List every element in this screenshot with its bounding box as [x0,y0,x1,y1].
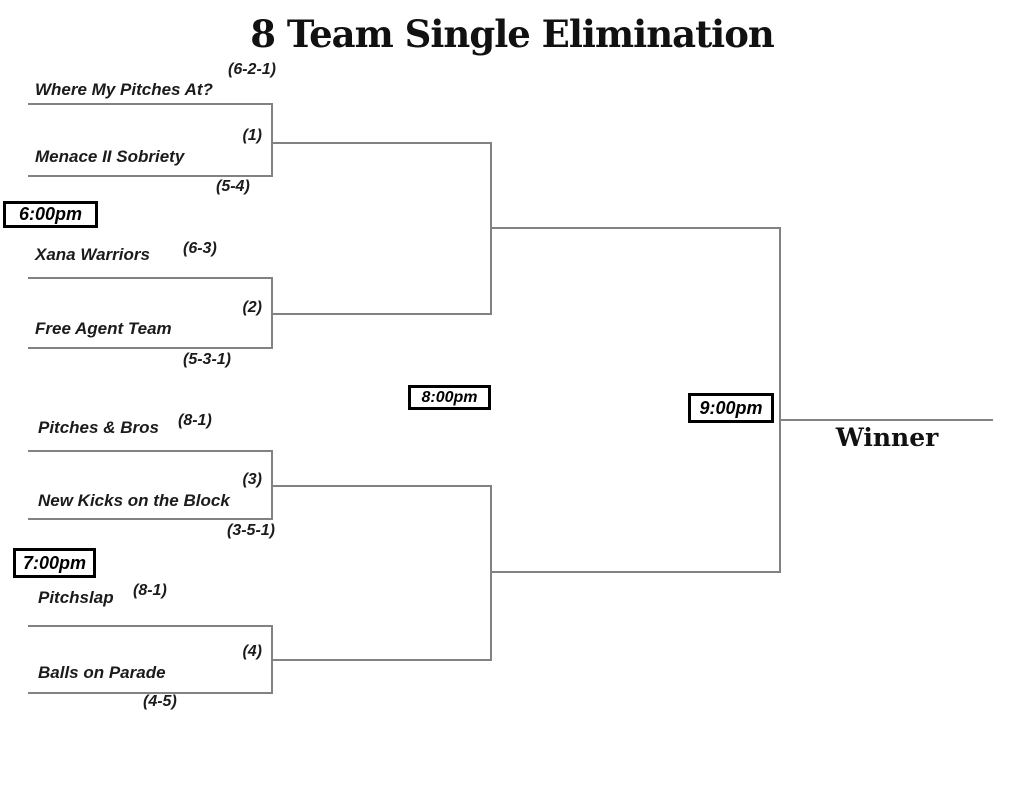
match-1-top-line [28,103,273,105]
games-1-2-time-box: 6:00pm [3,201,98,228]
semifinal-1-join-line [490,142,492,315]
final-time-label: 9:00pm [699,397,763,418]
match-4-game-number: (4) [242,643,262,660]
match-2-game-number: (2) [242,299,262,316]
semifinals-time-label: 8:00pm [421,388,478,406]
semifinal-2-join-line [490,485,492,661]
champion-line [781,419,993,421]
match-3-bottom-team-name: New Kicks on the Block [38,491,230,510]
match-1-winner-connector-line [273,142,492,144]
match-3-top-line [28,450,273,452]
match-2-bottom-team-name: Free Agent Team [35,319,172,338]
match-4-bottom-team-name: Balls on Parade [38,663,166,682]
semifinal-1-winner-connector-line [492,227,781,229]
match-2-bottom-line [28,347,273,349]
match-4-bottom-line [28,692,273,694]
match-1-top-team-record: (6-2-1) [228,61,277,78]
match-4-top-team-name: Pitchslap [38,588,114,607]
final-time-box: 9:00pm [688,393,774,423]
match-4-bottom-team-record: (4-5) [143,693,177,710]
semifinal-2-winner-connector-line [492,571,781,573]
match-1-top-team-name: Where My Pitches At? [35,80,213,99]
match-4-winner-connector-line [273,659,492,661]
final-join-line [779,227,781,573]
games-1-2-time-label: 6:00pm [18,204,83,224]
match-3-right-line [271,450,273,520]
match-2-bottom-team-record: (5-3-1) [183,351,232,368]
match-2-right-line [271,277,273,349]
match-1-game-number: (1) [242,127,262,144]
match-2-top-team-record: (6-3) [183,240,217,257]
winner-label: Winner [835,423,939,452]
match-2-top-line [28,277,273,279]
match-3-game-number: (3) [242,471,262,488]
games-3-4-time-box: 7:00pm [13,548,96,578]
match-4-top-team-record: (8-1) [133,582,167,599]
page-title: 8 Team Single Elimination [250,12,775,56]
match-3-bottom-line [28,518,273,520]
match-3-winner-connector-line [273,485,492,487]
match-2-top-team-name: Xana Warriors [35,245,150,264]
match-2-winner-connector-line [273,313,492,315]
match-3-top-team-record: (8-1) [178,412,212,429]
match-3-bottom-team-record: (3-5-1) [227,522,276,539]
match-3-top-team-name: Pitches & Bros [38,418,159,437]
match-1-right-line [271,103,273,177]
match-1-bottom-team-record: (5-4) [216,178,250,195]
match-1-bottom-line [28,175,273,177]
match-1-bottom-team-name: Menace II Sobriety [35,147,185,166]
match-4-right-line [271,625,273,694]
match-4-top-line [28,625,273,627]
semifinals-time-box: 8:00pm [408,385,491,410]
games-3-4-time-label: 7:00pm [22,552,87,573]
